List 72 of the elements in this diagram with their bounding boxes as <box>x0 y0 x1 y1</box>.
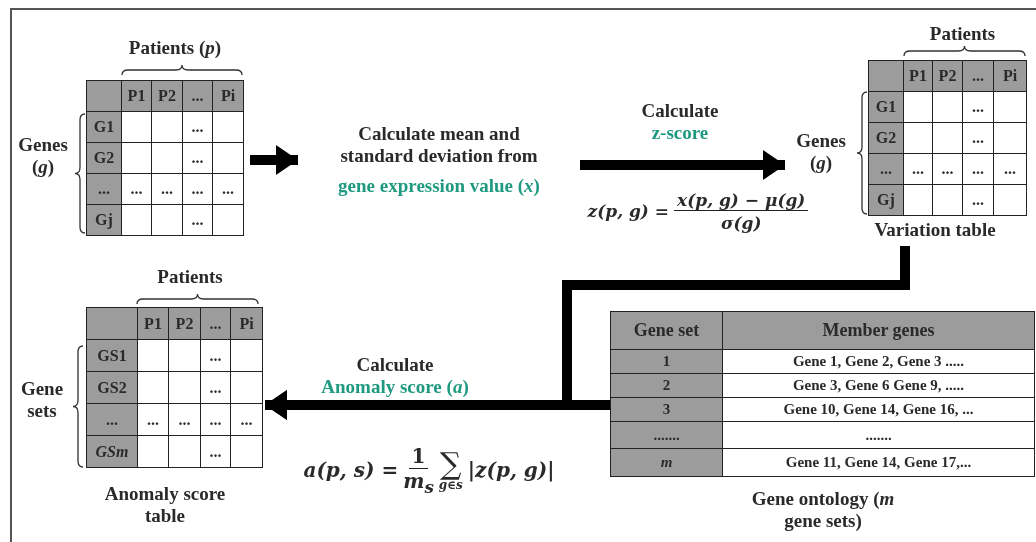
table-cell: Gene 10, Gene 14, Gene 16, ... <box>723 398 1034 421</box>
table-header-cell: m <box>611 449 722 476</box>
table-cell: ... <box>183 112 212 142</box>
table-cell: ... <box>183 205 212 235</box>
table-header-cell: G1 <box>869 92 903 122</box>
table-header-cell: G2 <box>869 123 903 153</box>
table-cell: ... <box>963 123 993 153</box>
table-cell: ... <box>201 372 230 403</box>
table-header-cell: P2 <box>933 61 962 91</box>
table-header-cell: 3 <box>611 398 722 421</box>
table-header-cell: Member genes <box>723 312 1034 349</box>
table-caption: Anomaly score table <box>103 482 227 528</box>
table-cell: ... <box>994 154 1026 184</box>
table-cell: ... <box>231 404 262 435</box>
axis-label: Genes (g) <box>17 133 69 179</box>
process-text: gene expression value (x) <box>337 174 541 199</box>
table-cell: ... <box>963 185 993 215</box>
table-header-cell: ... <box>201 308 230 339</box>
table-header-cell: GS2 <box>87 372 137 403</box>
table-cell: ... <box>933 154 962 184</box>
table-header-cell: Pi <box>213 81 243 111</box>
table-header-cell: Pi <box>994 61 1026 91</box>
process-text: Calculate mean and standard deviation from <box>339 122 539 168</box>
table-cell: ... <box>183 174 212 204</box>
table-header-cell: 1 <box>611 350 722 373</box>
table-cell: ....... <box>723 422 1034 448</box>
table-cell: Gene 11, Gene 14, Gene 17,... <box>723 449 1034 476</box>
table-heading: Patients <box>928 22 997 47</box>
table-header-cell: GS1 <box>87 340 137 371</box>
table-header-cell: P1 <box>122 81 151 111</box>
table-header-cell: G1 <box>87 112 121 142</box>
table-header-cell: G2 <box>87 143 121 173</box>
table-cell: ... <box>201 436 230 467</box>
table-header-cell: P2 <box>152 81 182 111</box>
table-cell: ... <box>201 340 230 371</box>
arrow <box>250 145 298 175</box>
table-caption: Gene ontology (m gene sets) <box>750 487 896 533</box>
table-cell: ... <box>201 404 230 435</box>
table-heading: Patients <box>156 265 224 290</box>
table-cell: Gene 1, Gene 2, Gene 3 ..... <box>723 350 1034 373</box>
table-cell: ... <box>152 174 182 204</box>
edge-label: Calculate z-score <box>640 99 720 145</box>
table-header-cell: P1 <box>904 61 932 91</box>
table-cell: ... <box>963 92 993 122</box>
table-cell: ... <box>963 154 993 184</box>
axis-label: Genes (g) <box>795 129 847 175</box>
table-header-cell: ... <box>183 81 212 111</box>
table-header-cell: ....... <box>611 422 722 448</box>
table-header-cell: ... <box>869 154 903 184</box>
axis-label: Gene sets <box>19 377 65 423</box>
table-header-cell: 2 <box>611 374 722 397</box>
table-header-cell: P1 <box>138 308 168 339</box>
table-heading: Patients (p) <box>127 36 223 61</box>
table-header-cell: Gj <box>869 185 903 215</box>
table-cell: ... <box>904 154 932 184</box>
table-cell: ... <box>183 143 212 173</box>
arrow <box>580 150 785 180</box>
table-caption: Variation table <box>873 218 997 243</box>
table-header-cell: ... <box>87 404 137 435</box>
table-cell: Gene 3, Gene 6 Gene 9, ..... <box>723 374 1034 397</box>
table-cell: ... <box>169 404 200 435</box>
table-cell: ... <box>138 404 168 435</box>
table-header-cell: Gene set <box>611 312 722 349</box>
table-header-cell: GSm <box>87 436 137 467</box>
edge-label: Calculate Anomaly score (a) <box>320 353 470 399</box>
table-header-cell: ... <box>963 61 993 91</box>
table-header-cell: ... <box>87 174 121 204</box>
table-header-cell: Gj <box>87 205 121 235</box>
table-header-cell: P2 <box>169 308 200 339</box>
table-cell: ... <box>213 174 243 204</box>
table-header-cell: Pi <box>231 308 262 339</box>
table-cell: ... <box>122 174 151 204</box>
